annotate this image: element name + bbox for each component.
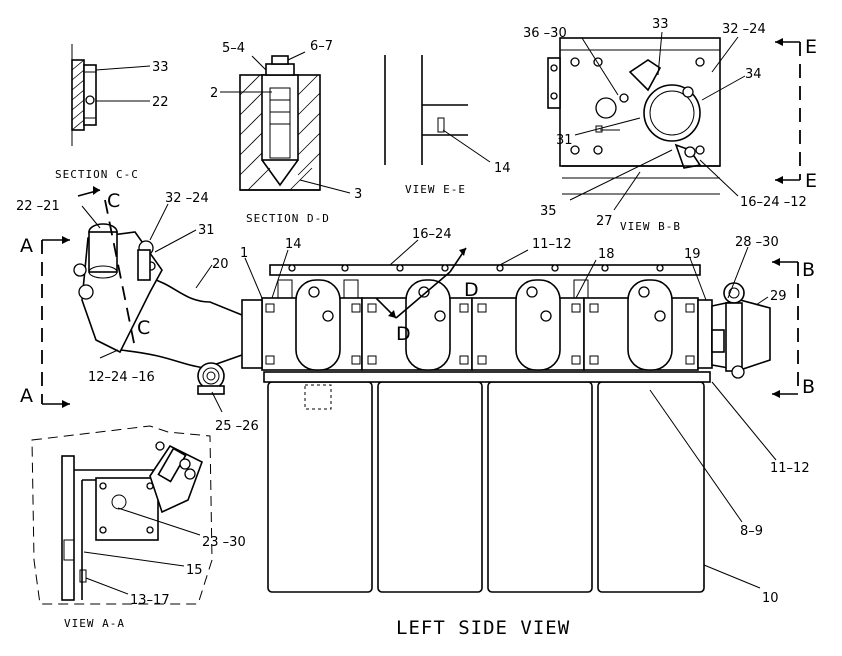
callout-6-7: 6–7 — [310, 39, 333, 54]
callout-14-ee: 14 — [494, 161, 511, 176]
section-d-d-detail — [220, 51, 351, 194]
callout-14: 14 — [285, 237, 302, 252]
base-plate — [263, 371, 711, 383]
callout-35: 35 — [540, 204, 557, 219]
callout-27: 27 — [596, 214, 613, 229]
callout-32-24: 32 –24 — [165, 191, 209, 206]
caption-left-side-view: LEFT SIDE VIEW — [396, 617, 570, 639]
callout-10: 10 — [762, 591, 779, 606]
section-c-c-detail — [71, 44, 151, 146]
view-a-a-detail — [31, 425, 213, 605]
marker-a-top: A — [20, 235, 33, 257]
callout-2: 2 — [210, 86, 218, 101]
callout-11-12-top: 11–12 — [532, 237, 572, 252]
view-e-e-detail — [384, 55, 491, 165]
marker-e-top: E — [805, 36, 817, 58]
right-side-fitting — [711, 282, 771, 379]
callout-20: 20 — [212, 257, 229, 272]
caption-view-e-e: VIEW E-E — [405, 183, 466, 196]
callout-23-30: 23 –30 — [202, 535, 246, 550]
callout-15: 15 — [186, 563, 203, 578]
callout-11-12-side: 11–12 — [770, 461, 810, 476]
marker-d-left: D — [396, 323, 411, 345]
marker-d-right: D — [464, 279, 479, 301]
main-view-leaders — [81, 203, 777, 589]
callout-36-30: 36 –30 — [523, 26, 567, 41]
marker-b-bottom: B — [802, 376, 815, 398]
callout-8-9: 8–9 — [740, 524, 763, 539]
callout-34: 34 — [745, 67, 762, 82]
section-line-c-c — [77, 186, 136, 349]
view-b-b-detail — [547, 31, 746, 211]
caption-section-d-d: SECTION D-D — [246, 212, 330, 225]
callout-1: 1 — [240, 246, 248, 261]
callout-33-cc: 33 — [152, 60, 169, 75]
section-line-d-d — [375, 247, 467, 319]
callout-13-17: 13–17 — [130, 593, 170, 608]
callout-16-24: 16–24 — [412, 227, 452, 242]
callout-25-26: 25 –26 — [215, 419, 259, 434]
section-line-a-a — [41, 236, 70, 408]
callout-31-bb: 31 — [556, 133, 573, 148]
caption-view-a-a: VIEW A-A — [64, 617, 125, 630]
top-rail — [269, 264, 701, 276]
callout-32-24-bb: 32 –24 — [722, 22, 766, 37]
callout-18: 18 — [598, 247, 615, 262]
marker-b-top: B — [802, 259, 815, 281]
caption-section-c-c: SECTION C-C — [55, 168, 139, 181]
filter-base-housings — [241, 279, 713, 371]
callout-29: 29 — [770, 289, 787, 304]
section-line-e-e — [775, 38, 801, 184]
callout-5-4: 5–4 — [222, 41, 245, 56]
callout-28-30: 28 –30 — [735, 235, 779, 250]
section-line-b-b — [772, 258, 799, 398]
callout-31: 31 — [198, 223, 215, 238]
callout-3: 3 — [354, 187, 362, 202]
callout-33-bb: 33 — [652, 17, 669, 32]
marker-c-bottom: C — [137, 317, 150, 339]
callout-22-cc: 22 — [152, 95, 169, 110]
callout-22-21: 22 –21 — [16, 199, 60, 214]
marker-c-top: C — [107, 190, 120, 212]
marker-a-bottom: A — [20, 385, 33, 407]
fuel-line-assembly — [73, 223, 243, 395]
callout-19: 19 — [684, 247, 701, 262]
callout-16-24-12: 16–24 –12 — [740, 195, 807, 210]
filter-canisters — [267, 381, 705, 593]
caption-view-b-b: VIEW B-B — [620, 220, 681, 233]
marker-e-bottom: E — [805, 170, 817, 192]
callout-12-24-16: 12–24 –16 — [88, 370, 155, 385]
